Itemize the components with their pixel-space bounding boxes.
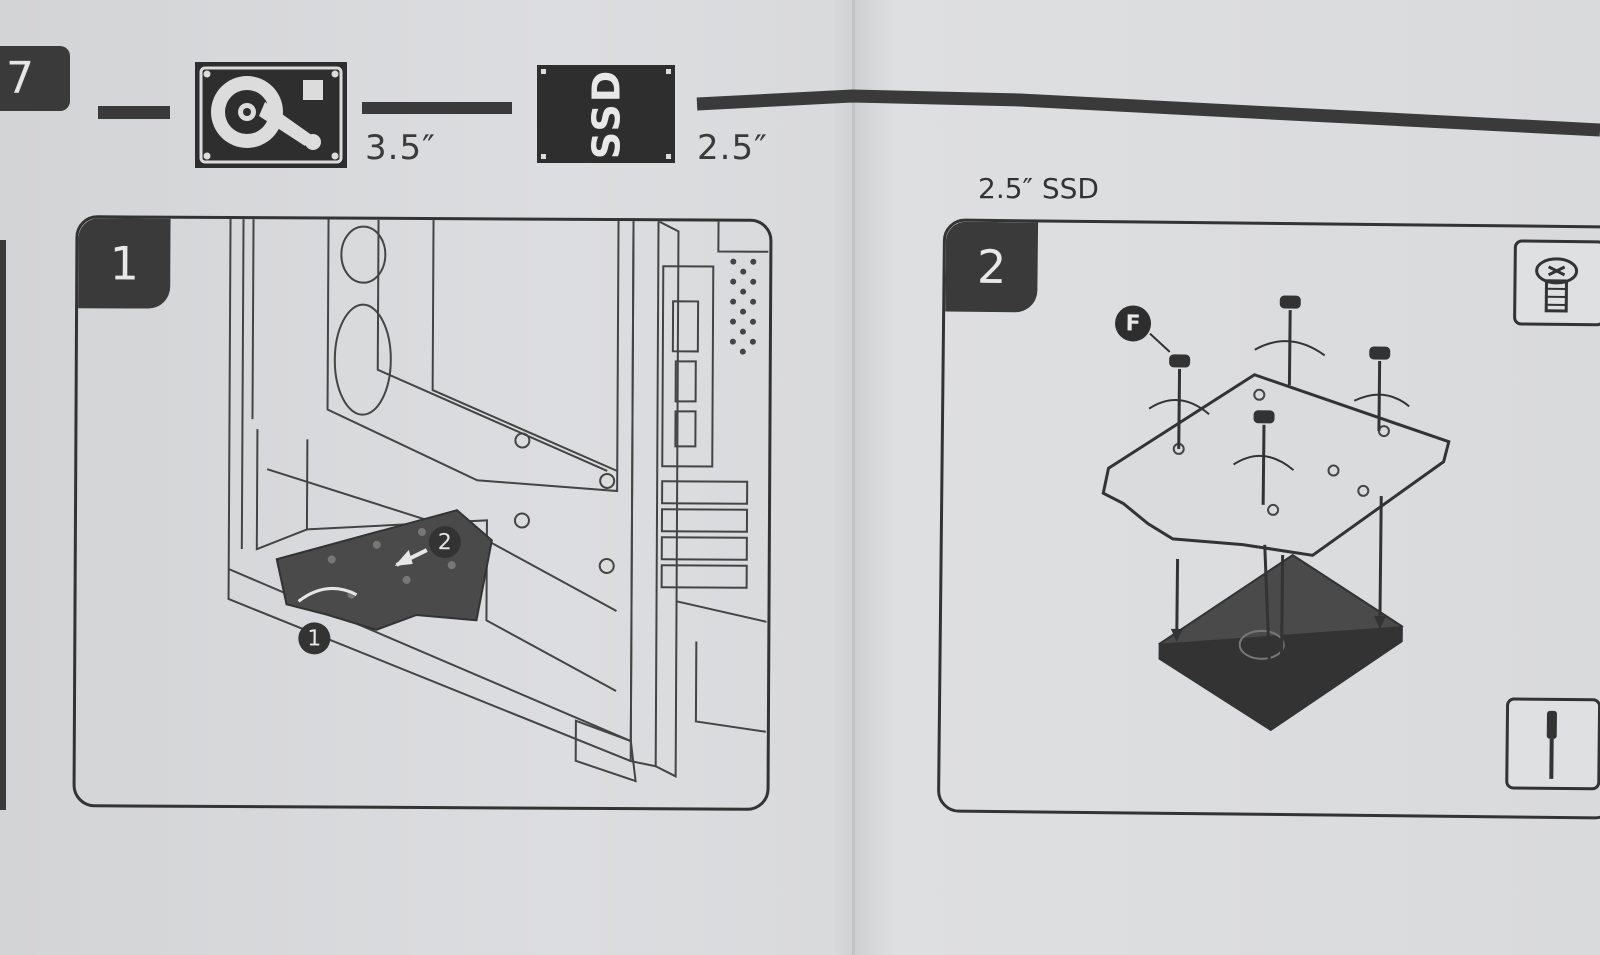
- hdd-icon: [195, 62, 347, 168]
- hdd-size-label: 3.5″: [365, 128, 436, 168]
- ssd-size-label: 2.5″: [697, 128, 768, 168]
- screw-icon: [1535, 257, 1579, 313]
- callout-1: 1: [298, 622, 331, 655]
- callout-2: 2: [428, 526, 461, 559]
- section-title: 2.5″ SSD: [978, 172, 1099, 205]
- screw-callout-f: F: [1114, 305, 1152, 342]
- screw-type-box: [1513, 239, 1600, 327]
- step-panel-1: 1: [72, 215, 773, 811]
- connector-bar-2: [362, 102, 512, 114]
- step-number: 7: [6, 53, 34, 104]
- step-panel-2: 2: [936, 218, 1600, 820]
- step-number-tab: 7: [0, 46, 70, 111]
- ssd-icon: [537, 65, 675, 163]
- ssd-mount-illustration: [1101, 295, 1451, 732]
- case-illustration: [227, 218, 769, 783]
- page-fold: [852, 0, 855, 955]
- left-page-edge: [0, 240, 6, 810]
- rotate-arrow-icon: [297, 586, 358, 603]
- connector-bar-1: [98, 106, 170, 119]
- screwdriver-icon: [1546, 710, 1557, 779]
- header-rule: [696, 89, 1600, 137]
- rotate-arrow-icon: [1148, 340, 1410, 471]
- screwdriver-box: [1505, 697, 1600, 791]
